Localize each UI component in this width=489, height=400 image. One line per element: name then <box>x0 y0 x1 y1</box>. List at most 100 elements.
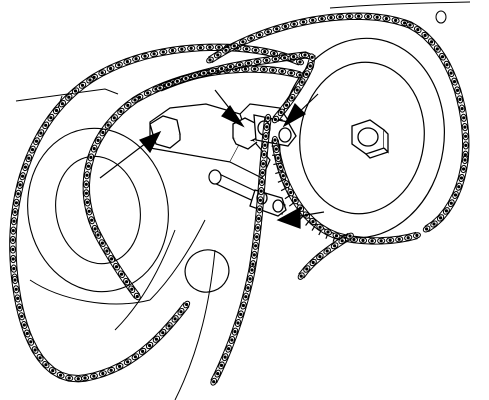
chain-link-pin <box>216 53 220 57</box>
chain-link-pin <box>100 71 104 75</box>
chain-link-pin <box>241 40 245 44</box>
chain-link-pin <box>189 46 193 50</box>
chain-link-pin <box>179 310 183 314</box>
chain-link-pin <box>241 303 245 308</box>
chain-link-pin <box>233 330 237 334</box>
chain-link-pin <box>261 162 265 166</box>
chain-link-pin <box>217 45 221 49</box>
chain-link-pin <box>299 274 303 278</box>
chain-sprocket-wrap-rail <box>277 139 417 239</box>
chain-link-pin <box>265 58 269 62</box>
chain-link-pin <box>137 95 142 100</box>
chain-link-pin <box>257 33 262 37</box>
chain-link-pin <box>20 314 24 318</box>
chain-link-pin <box>228 65 233 69</box>
chain-link-pin <box>21 174 25 178</box>
chain-link-pin <box>11 257 15 261</box>
chain-link-pin <box>283 24 287 28</box>
case-hole <box>435 10 447 24</box>
chain-link-pin <box>76 377 80 381</box>
chain-link-pin <box>12 267 16 271</box>
chain-link-pin <box>110 257 114 261</box>
chain-link-pin <box>92 374 96 378</box>
chain-link-pin <box>13 210 17 214</box>
chain-link-pin <box>216 372 220 376</box>
chain-link-pin <box>263 50 267 54</box>
chain-link-pin <box>11 247 15 252</box>
chain-link-pin <box>439 216 443 220</box>
chain-link-pin <box>262 152 266 157</box>
chain-link-pin <box>460 107 464 111</box>
chain-loop-outer-rail <box>15 50 299 377</box>
chain-link-pin <box>366 14 370 19</box>
chain-link-pin <box>408 23 412 27</box>
chain-link-pin <box>148 343 152 348</box>
chain-link-pin <box>403 21 407 25</box>
chain-link-pin <box>11 229 15 233</box>
chain-bottom-exit <box>297 232 354 280</box>
chain-link-pin <box>44 123 48 127</box>
arrow-to-lower-link-pin <box>276 206 325 229</box>
chain-link-pin <box>184 76 188 81</box>
chain-link-pin <box>83 376 87 380</box>
chain-link-pin <box>266 30 270 34</box>
chain-link-pin <box>101 130 105 135</box>
chain-link-pin <box>84 182 88 186</box>
chain-link-pin <box>84 191 89 195</box>
chain-link-pin <box>158 86 162 90</box>
arrow-to-pivot-bolt <box>99 130 162 179</box>
chain-link-pin <box>118 364 122 368</box>
chain-link-pin <box>12 219 16 223</box>
chain-link-pin <box>60 102 65 106</box>
chain-link-pin <box>293 198 297 202</box>
chain-link-pin <box>246 61 251 65</box>
chain-link-pin <box>347 14 351 18</box>
chain-link-pin <box>180 47 184 51</box>
chain-link-pin <box>59 373 63 377</box>
chain-link-pin <box>249 36 253 40</box>
chain-link-pin <box>223 355 227 359</box>
chain-link-pin <box>271 68 275 72</box>
chain-link-pin <box>311 260 315 265</box>
chain-link-pin <box>212 380 216 384</box>
chain-link-pin <box>250 268 254 272</box>
chain-link-pin <box>29 340 33 344</box>
chain-link-pin <box>16 296 20 300</box>
chain-link-pin <box>18 305 22 310</box>
chain-link-pin <box>114 265 119 269</box>
chain-link-pin <box>239 312 243 316</box>
chain-link-pin <box>464 143 468 147</box>
chain-link-pin <box>161 331 165 335</box>
chain-link-pin <box>289 190 293 195</box>
chain-link-pin <box>143 54 147 58</box>
chain-link-pin <box>126 360 130 364</box>
chain-link-pin <box>202 71 206 75</box>
chain-link-pin <box>133 98 137 102</box>
chain-link-pin <box>406 236 410 240</box>
chain-loop-inner-rail <box>88 71 300 295</box>
chain-link-pin <box>308 64 312 68</box>
chain-link-pin <box>259 189 263 193</box>
chain-link-pin <box>100 241 105 245</box>
chain-link-pin <box>261 171 265 175</box>
chain-link-pin <box>279 110 283 115</box>
chain-link-pin <box>458 97 462 102</box>
chain-loop-outer <box>9 43 304 383</box>
chain-top-right-run-rail <box>208 12 470 233</box>
chain-link-pin <box>244 295 248 299</box>
chain-link-pin <box>230 338 234 342</box>
chain-loop-inner <box>82 65 305 301</box>
chain-link-pin <box>273 138 277 142</box>
chain-link-pin <box>16 192 20 196</box>
chain-link-pin <box>232 44 236 48</box>
chain-link-pin <box>338 15 342 19</box>
chain-link-pin <box>167 324 171 328</box>
chain-link-pin <box>67 95 71 99</box>
chain-link-pin <box>93 227 97 231</box>
chain-link-pin <box>318 255 322 259</box>
chain-link-pin <box>255 60 260 64</box>
chain-link-pin <box>256 226 260 230</box>
chain-link-pin <box>246 286 250 290</box>
arrow-to-master-link <box>282 93 319 128</box>
